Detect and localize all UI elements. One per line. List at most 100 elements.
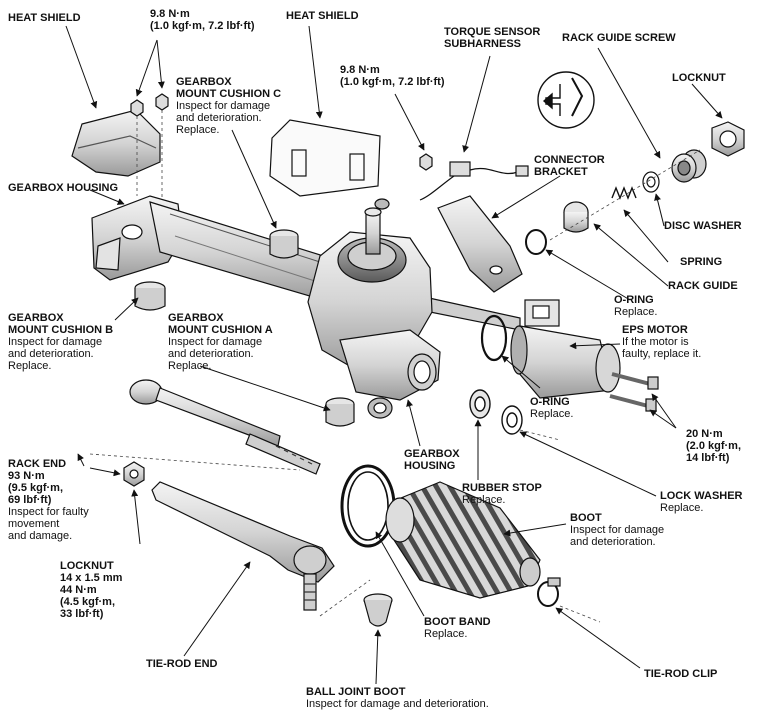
direction-inset-shape bbox=[537, 71, 595, 129]
label-cushion-a-line1: GEARBOX bbox=[168, 312, 224, 324]
label-rack-end-spec1: 93 N·m bbox=[8, 470, 45, 482]
torque-sensor-subharness-shape bbox=[419, 161, 529, 201]
label-torque-center: 9.8 N·m (1.0 kgf·m, 7.2 lbf·ft) bbox=[340, 64, 445, 88]
label-locknut-bottom-title: LOCKNUT bbox=[60, 560, 114, 572]
label-ball-joint-boot-note: Inspect for damage and deterioration. bbox=[306, 698, 489, 710]
label-heat-shield-left: HEAT SHIELD bbox=[8, 12, 81, 24]
assembly-guides bbox=[89, 110, 701, 623]
label-gearbox-housing-center-line2: HOUSING bbox=[404, 460, 456, 472]
label-cushion-a-note1: Inspect for damage bbox=[168, 336, 263, 348]
label-torque-center-line1: 9.8 N·m bbox=[340, 64, 380, 76]
label-o-ring-lower-title: O-RING bbox=[530, 396, 570, 408]
locknut-bottom-shape bbox=[123, 461, 145, 487]
label-tie-rod-clip-title: TIE-ROD CLIP bbox=[644, 668, 718, 680]
label-torque-sensor: TORQUE SENSOR SUBHARNESS bbox=[444, 26, 540, 50]
label-rack-end-note2: movement bbox=[8, 518, 60, 530]
label-boot-note1: Inspect for damage bbox=[570, 524, 665, 536]
label-rack-guide: RACK GUIDE bbox=[668, 280, 738, 292]
label-torque-right-line3: 14 lbf·ft) bbox=[686, 452, 730, 464]
label-o-ring-lower: O-RING Replace. bbox=[530, 396, 573, 420]
label-cushion-c-note1: Inspect for damage bbox=[176, 100, 271, 112]
label-cushion-b: GEARBOX MOUNT CUSHION B Inspect for dama… bbox=[8, 312, 113, 372]
tie-rod-end-shape bbox=[151, 481, 335, 611]
label-cushion-b-note2: and deterioration. bbox=[8, 348, 94, 360]
label-cushion-b-note1: Inspect for damage bbox=[8, 336, 103, 348]
label-rubber-stop: RUBBER STOP Replace. bbox=[462, 482, 542, 506]
cushion-b-shape bbox=[134, 281, 166, 311]
label-boot-band-note: Replace. bbox=[424, 628, 468, 640]
leader-lines bbox=[65, 25, 723, 685]
label-rubber-stop-note: Replace. bbox=[462, 494, 506, 506]
tie-rod-clip-shape bbox=[537, 577, 561, 607]
label-locknut-top-title: LOCKNUT bbox=[672, 72, 726, 84]
connector-bracket-shape bbox=[437, 195, 523, 293]
label-torque-sensor-line2: SUBHARNESS bbox=[444, 38, 522, 50]
label-ball-joint-boot-title: BALL JOINT BOOT bbox=[306, 686, 406, 698]
label-cushion-a: GEARBOX MOUNT CUSHION A Inspect for dama… bbox=[168, 312, 273, 372]
label-rack-end-note3: and damage. bbox=[8, 530, 73, 542]
label-eps-motor-title: EPS MOTOR bbox=[622, 324, 688, 336]
cushion-a-shape bbox=[325, 397, 355, 427]
label-eps-motor: EPS MOTOR If the motor is faulty, replac… bbox=[622, 324, 701, 360]
lower-rings bbox=[469, 314, 523, 435]
label-gearbox-housing-center-line1: GEARBOX bbox=[404, 448, 460, 460]
label-locknut-bottom-spec3: (4.5 kgf·m, bbox=[60, 596, 116, 608]
label-rack-end-title: RACK END bbox=[8, 458, 67, 470]
label-disc-washer: DISC WASHER bbox=[664, 220, 742, 232]
rack-guide-parts bbox=[525, 121, 745, 255]
label-tie-rod-clip: TIE-ROD CLIP bbox=[644, 668, 717, 680]
label-eps-motor-note1: If the motor is bbox=[622, 336, 689, 348]
label-connector-bracket-line1: CONNECTOR bbox=[534, 154, 605, 166]
label-torque-right-line1: 20 N·m bbox=[686, 428, 723, 440]
label-rack-end-spec3: 69 lbf·ft) bbox=[8, 494, 52, 506]
label-lock-washer: LOCK WASHER Replace. bbox=[660, 490, 743, 514]
label-cushion-c-note2: and deterioration. bbox=[176, 112, 262, 124]
label-boot-note2: and deterioration. bbox=[570, 536, 656, 548]
label-cushion-c-note3: Replace. bbox=[176, 124, 220, 136]
label-cushion-b-line1: GEARBOX bbox=[8, 312, 64, 324]
label-locknut-top: LOCKNUT bbox=[672, 72, 726, 84]
label-tie-rod-end-title: TIE-ROD END bbox=[146, 658, 218, 670]
label-boot-band-title: BOOT BAND bbox=[424, 616, 491, 628]
boot-band-shape bbox=[340, 464, 396, 548]
label-locknut-bottom-spec4: 33 lbf·ft) bbox=[60, 608, 104, 620]
label-gearbox-housing-left-title: GEARBOX HOUSING bbox=[8, 182, 119, 194]
label-o-ring-upper-title: O-RING bbox=[614, 294, 654, 306]
gearbox-housing-shape bbox=[91, 195, 521, 419]
label-torque-top-left: 9.8 N·m (1.0 kgf·m, 7.2 lbf·ft) bbox=[150, 8, 255, 32]
label-rack-end-note1: Inspect for faulty bbox=[8, 506, 89, 518]
cushion-c-shape bbox=[269, 229, 299, 259]
label-rack-end: RACK END 93 N·m (9.5 kgf·m, 69 lbf·ft) I… bbox=[8, 458, 89, 542]
label-gearbox-housing-center: GEARBOX HOUSING bbox=[404, 448, 460, 472]
label-torque-top-left-line1: 9.8 N·m bbox=[150, 8, 190, 20]
label-heat-shield-left-title: HEAT SHIELD bbox=[8, 12, 81, 24]
label-boot: BOOT Inspect for damage and deterioratio… bbox=[570, 512, 664, 548]
label-connector-bracket-line2: BRACKET bbox=[534, 166, 588, 178]
label-heat-shield-center-title: HEAT SHIELD bbox=[286, 10, 359, 22]
label-lock-washer-note: Replace. bbox=[660, 502, 704, 514]
label-gearbox-housing-left: GEARBOX HOUSING bbox=[8, 182, 118, 194]
label-cushion-c-line1: GEARBOX bbox=[176, 76, 232, 88]
label-lock-washer-title: LOCK WASHER bbox=[660, 490, 743, 502]
label-torque-sensor-line1: TORQUE SENSOR bbox=[444, 26, 541, 38]
label-rack-guide-screw: RACK GUIDE SCREW bbox=[562, 32, 676, 44]
heat-shield-left-shape bbox=[71, 109, 161, 177]
label-cushion-a-note3: Replace. bbox=[168, 360, 212, 372]
label-locknut-bottom-spec2: 44 N·m bbox=[60, 584, 97, 596]
label-o-ring-upper: O-RING Replace. bbox=[614, 294, 657, 318]
label-spring-title: SPRING bbox=[680, 256, 723, 268]
label-heat-shield-center: HEAT SHIELD bbox=[286, 10, 359, 22]
label-rack-guide-title: RACK GUIDE bbox=[668, 280, 738, 292]
label-eps-motor-note2: faulty, replace it. bbox=[622, 348, 702, 360]
label-o-ring-lower-note: Replace. bbox=[530, 408, 574, 420]
label-locknut-bottom-spec1: 14 x 1.5 mm bbox=[60, 572, 123, 584]
rack-end-shape bbox=[129, 379, 321, 475]
label-torque-right: 20 N·m (2.0 kgf·m, 14 lbf·ft) bbox=[686, 428, 741, 464]
label-connector-bracket: CONNECTOR BRACKET bbox=[534, 154, 605, 178]
heat-shield-bolts bbox=[130, 93, 433, 171]
label-cushion-a-note2: and deterioration. bbox=[168, 348, 254, 360]
label-o-ring-upper-note: Replace. bbox=[614, 306, 658, 318]
label-rubber-stop-title: RUBBER STOP bbox=[462, 482, 542, 494]
label-rack-guide-screw-title: RACK GUIDE SCREW bbox=[562, 32, 676, 44]
